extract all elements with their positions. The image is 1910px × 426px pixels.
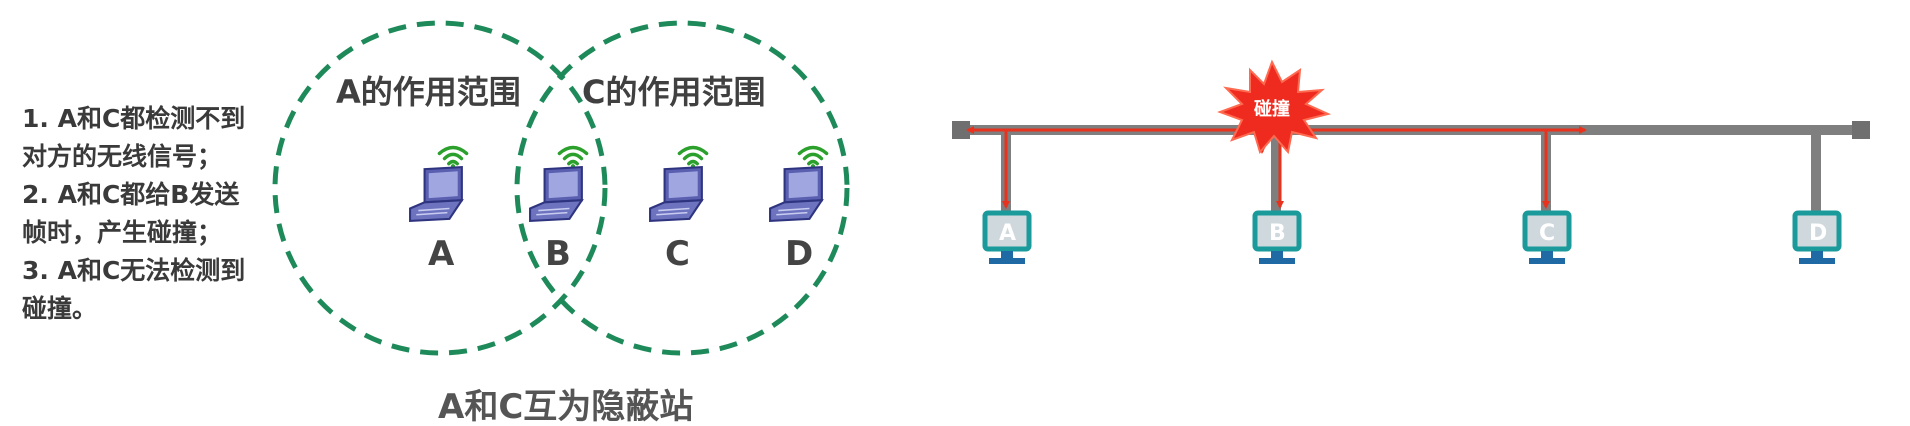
node-label: A xyxy=(999,221,1016,246)
note-line: 2. A和C都给B发送 xyxy=(22,180,240,209)
a-range-label: A的作用范围 xyxy=(336,73,521,111)
bus-terminator-right xyxy=(1852,121,1870,139)
monitor-base xyxy=(989,258,1025,264)
monitor-stand xyxy=(1541,251,1553,258)
note-line: 3. A和C无法检测到 xyxy=(22,256,246,285)
wifi-signal-icon xyxy=(797,145,829,169)
monitor-icon xyxy=(1522,210,1572,252)
wireless-node-b: B xyxy=(529,145,589,274)
bus-node-a: A xyxy=(982,210,1032,264)
laptop-icon xyxy=(649,166,703,222)
monitor-icon xyxy=(982,210,1032,252)
note-line: 碰撞。 xyxy=(22,294,98,323)
collision-burst: 碰撞 xyxy=(1217,59,1332,155)
bus-network: 碰撞 A B C D xyxy=(952,59,1870,264)
caption: A和C互为隐蔽站 xyxy=(438,387,693,426)
wireless-node-a: A xyxy=(409,145,469,274)
node-label: B xyxy=(545,234,571,274)
explanation-notes: 1. A和C都检测不到 对方的无线信号； 2. A和C都给B发送 帧时，产生碰撞… xyxy=(22,100,245,328)
wireless-node-d: D xyxy=(769,145,829,274)
bus-node-b: B xyxy=(1252,210,1302,264)
bus-node-c: C xyxy=(1522,210,1572,264)
node-label: D xyxy=(785,234,813,274)
wifi-signal-icon xyxy=(557,145,589,169)
monitor-icon xyxy=(1252,210,1302,252)
node-label: B xyxy=(1269,221,1286,246)
node-label: A xyxy=(428,234,455,274)
laptop-icon xyxy=(529,166,583,222)
monitor-stand xyxy=(1001,251,1013,258)
monitor-stand xyxy=(1811,251,1823,258)
note-line: 对方的无线信号； xyxy=(22,142,223,171)
bus-terminator-left xyxy=(952,121,970,139)
monitor-base xyxy=(1799,258,1835,264)
node-label: C xyxy=(665,234,690,274)
a-range-circle xyxy=(272,20,608,356)
c-range-circle xyxy=(514,20,850,356)
monitor-base xyxy=(1259,258,1295,264)
laptop-icon xyxy=(769,166,823,222)
note-line: 帧时，产生碰撞； xyxy=(22,218,223,247)
collision-burst-icon xyxy=(1217,59,1332,155)
laptop-icon xyxy=(409,166,463,222)
node-label: D xyxy=(1809,221,1827,246)
bus-node-d: D xyxy=(1792,210,1842,264)
node-label: C xyxy=(1539,221,1555,246)
wifi-signal-icon xyxy=(437,145,469,169)
c-range-label: C的作用范围 xyxy=(582,73,766,111)
wifi-signal-icon xyxy=(677,145,709,169)
note-line: 1. A和C都检测不到 xyxy=(22,104,246,133)
monitor-base xyxy=(1529,258,1565,264)
collision-label: 碰撞 xyxy=(1254,98,1290,120)
monitor-stand xyxy=(1271,251,1283,258)
wireless-node-c: C xyxy=(649,145,709,274)
monitor-icon xyxy=(1792,210,1842,252)
